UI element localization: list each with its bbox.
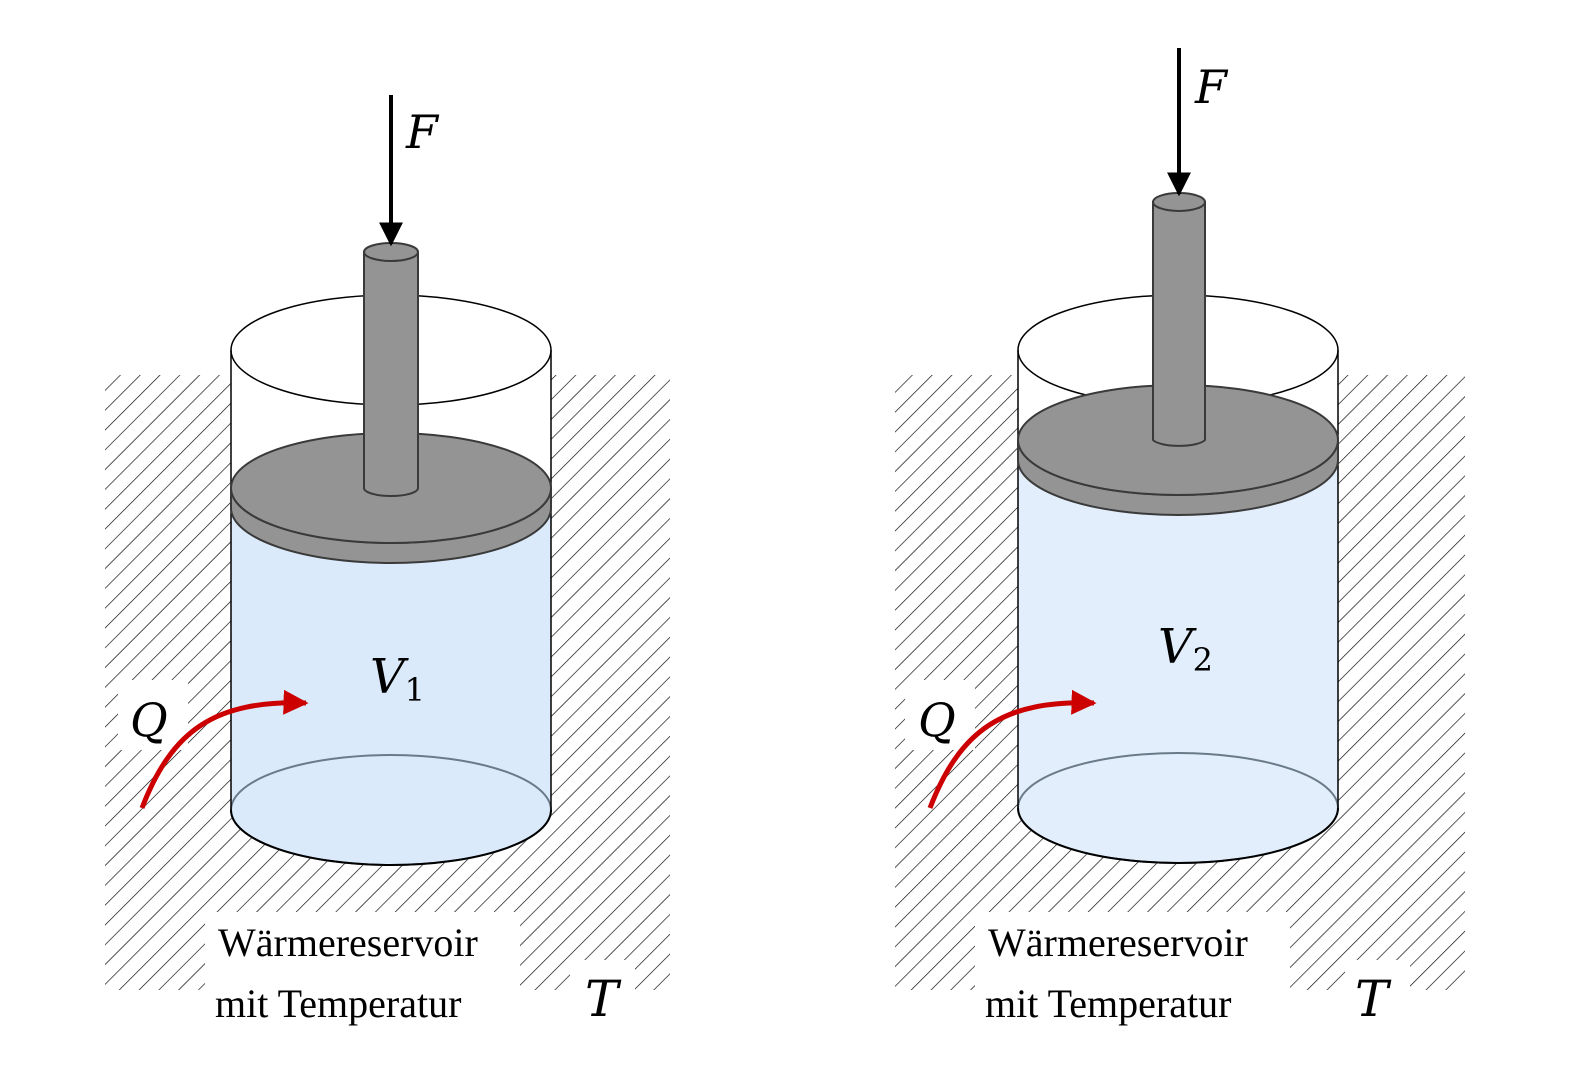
gas-volume xyxy=(231,503,551,865)
heat-flow-arrow xyxy=(139,689,309,809)
piston-rod-top xyxy=(1152,192,1206,212)
heat-flow-arrow xyxy=(927,689,1097,809)
heat-label: Q xyxy=(130,693,168,747)
volume-label: V1 xyxy=(370,649,425,709)
panel-1: F V1 Q Wärmereservoir mit Temperatur T xyxy=(105,95,670,1028)
temperature-label: T xyxy=(1355,970,1392,1028)
force-label: F xyxy=(1194,60,1229,114)
cylinder-bottom-front xyxy=(230,809,552,866)
reservoir-label-line2: mit Temperatur xyxy=(215,981,461,1026)
force-label: F xyxy=(405,105,440,159)
volume-label: V2 xyxy=(1158,619,1213,679)
cylinder-bottom-front xyxy=(1017,807,1339,864)
piston-rod xyxy=(1152,201,1206,447)
heat-label: Q xyxy=(918,693,956,747)
piston-rod-top xyxy=(363,242,419,262)
temperature-label: T xyxy=(585,970,622,1028)
reservoir-label-line1: Wärmereservoir xyxy=(218,920,478,965)
panel-2: F V2 Q Wärmereservoir mit Temperatur T xyxy=(895,48,1465,1028)
reservoir-label-line2: mit Temperatur xyxy=(985,981,1231,1026)
reservoir-label-line1: Wärmereservoir xyxy=(988,920,1248,965)
piston-rod xyxy=(363,251,419,497)
